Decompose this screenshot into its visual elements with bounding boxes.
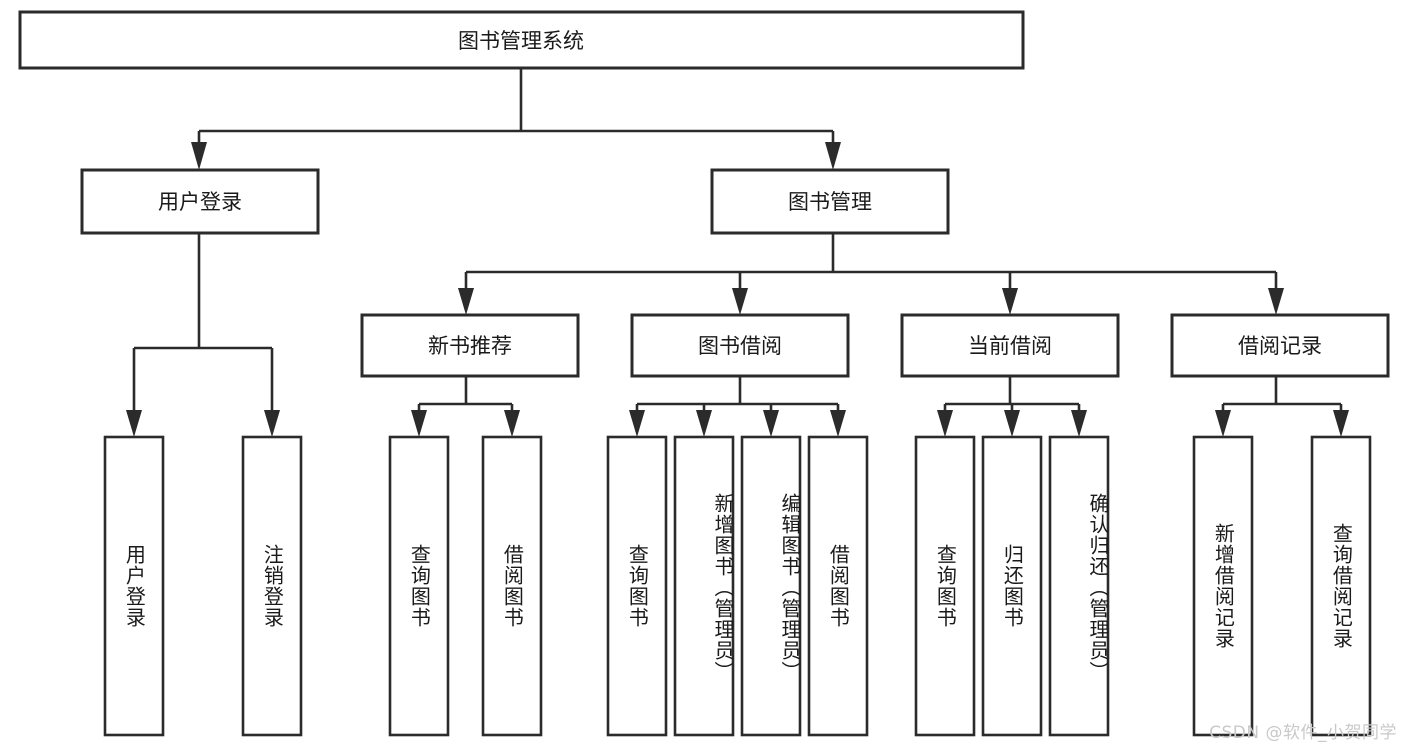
leaf-boxes-new-book (388, 435, 543, 737)
node-borrow-record-label: 借阅记录 (1238, 334, 1322, 358)
node-current-borrow-box[interactable] (900, 313, 1120, 378)
connector-group-current-borrow (937, 376, 1087, 437)
leaf-box-bb-1[interactable] (673, 435, 735, 737)
connector-group-book-borrow (629, 376, 846, 437)
node-current-borrow[interactable]: 当前借阅 (900, 313, 1120, 378)
leaf-box-cb-1[interactable] (981, 435, 1043, 737)
arrow-head-br-child2 (1333, 410, 1349, 437)
connector-group-root (191, 69, 841, 170)
leaf-box-br-1[interactable] (1310, 435, 1372, 737)
node-root-box[interactable] (18, 10, 1025, 70)
leaf-box-nb-0[interactable] (388, 435, 450, 737)
leaf-boxes-book-borrow (606, 435, 869, 737)
connector-group-borrow-record (1215, 376, 1349, 437)
node-borrow-record-box[interactable] (1170, 313, 1390, 378)
arrow-head-br-child1 (1215, 410, 1231, 437)
arrow-head-current-borrow (1002, 288, 1018, 315)
leaf-box-bb-0[interactable] (606, 435, 668, 737)
arrow-head-cb-child2 (1004, 410, 1020, 437)
arrow-head-bb-child4 (830, 410, 846, 437)
leaf-box-nb-1[interactable] (481, 435, 543, 737)
connector-group-new-book (411, 376, 520, 437)
arrow-head-ul-child2 (264, 410, 280, 437)
arrow-head-book-borrow (732, 288, 748, 315)
node-new-book-recommend-label: 新书推荐 (428, 334, 512, 358)
arrow-head-book-mgmt (825, 142, 841, 170)
node-user-login[interactable]: 用户登录 (80, 168, 320, 235)
leaf-box-ul-1[interactable] (241, 435, 303, 737)
arrow-head-cb-child1 (937, 410, 953, 437)
node-book-management-box[interactable] (710, 168, 950, 235)
leaf-box-ul-0[interactable] (103, 435, 165, 737)
node-user-login-box[interactable] (80, 168, 320, 235)
leaf-box-cb-2[interactable] (1048, 435, 1110, 737)
leaf-box-br-0[interactable] (1192, 435, 1254, 737)
node-book-borrow-box[interactable] (630, 313, 850, 378)
connector-group-user-login (126, 233, 280, 437)
node-book-borrow[interactable]: 图书借阅 (630, 313, 850, 378)
connector-group-book-mgmt (458, 233, 1284, 315)
arrow-head-user-login (191, 142, 207, 170)
node-root-label: 图书管理系统 (458, 29, 584, 53)
node-new-book-recommend-box[interactable] (360, 313, 580, 378)
leaf-box-bb-2[interactable] (740, 435, 802, 737)
leaf-boxes-user-login (103, 435, 303, 737)
node-user-login-label: 用户登录 (158, 190, 242, 214)
arrow-head-new-book (458, 288, 474, 315)
arrow-head-nb-child1 (411, 410, 427, 437)
node-book-borrow-label: 图书借阅 (698, 334, 782, 358)
arrow-head-bb-child3 (763, 410, 779, 437)
arrow-head-bb-child1 (629, 410, 645, 437)
leaf-boxes-current-borrow (914, 435, 1110, 737)
node-borrow-record[interactable]: 借阅记录 (1170, 313, 1390, 378)
arrow-head-cb-child3 (1071, 410, 1087, 437)
arrow-head-nb-child2 (504, 410, 520, 437)
arrow-head-bb-child2 (696, 410, 712, 437)
leaf-boxes-borrow-record (1192, 435, 1372, 737)
node-book-management-label: 图书管理 (788, 190, 872, 214)
node-book-management[interactable]: 图书管理 (710, 168, 950, 235)
node-current-borrow-label: 当前借阅 (968, 334, 1052, 358)
arrow-head-borrow-record (1268, 288, 1284, 315)
leaf-box-cb-0[interactable] (914, 435, 976, 737)
node-new-book-recommend[interactable]: 新书推荐 (360, 313, 580, 378)
arrow-head-ul-child1 (126, 410, 142, 437)
node-root-system[interactable]: 图书管理系统 (18, 10, 1025, 70)
leaf-box-bb-3[interactable] (807, 435, 869, 737)
